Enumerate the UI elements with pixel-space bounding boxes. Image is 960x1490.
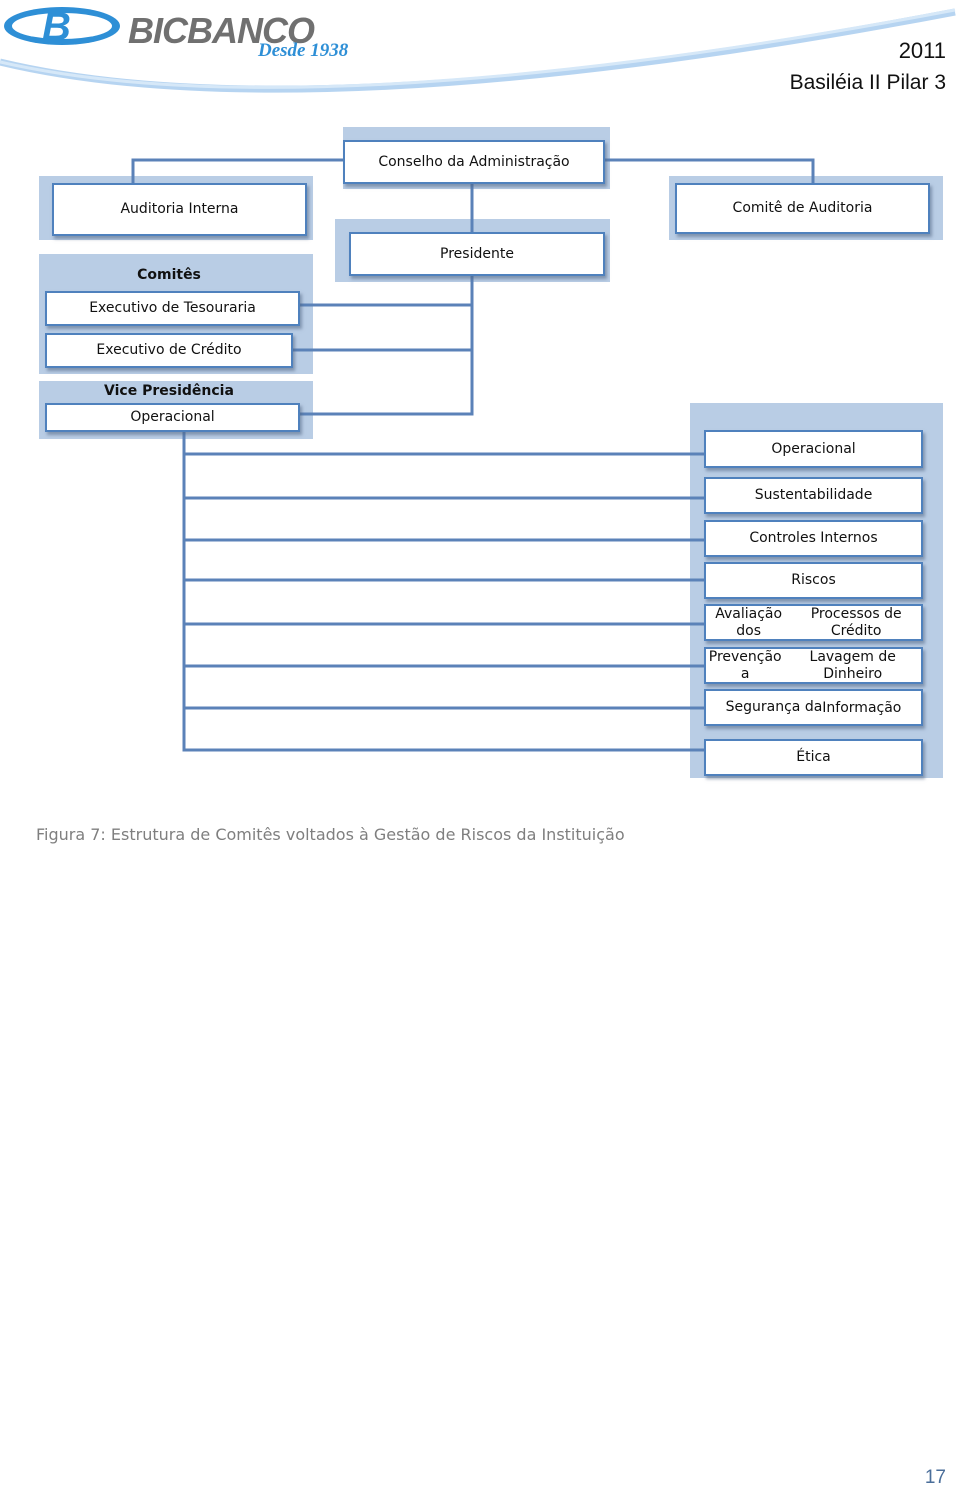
committee-label-line2: Lavagem de Dinheiro — [809, 649, 896, 682]
vp-operational-box: Operacional — [45, 403, 300, 432]
committee-box: Operacional — [704, 430, 923, 468]
president-label: Presidente — [440, 245, 514, 262]
vice-presidency-heading: Vice Presidência — [104, 383, 234, 399]
committee-label: Prevenção a — [708, 648, 782, 682]
committee-label-line2: Informação — [822, 699, 902, 716]
committee-box: Ética — [704, 739, 923, 776]
board-box: Conselho da Administração — [343, 140, 605, 184]
committee-label: Sustentabilidade — [754, 487, 873, 504]
committees-heading: Comitês — [137, 267, 201, 283]
logo-swoosh-graphic: B — [0, 5, 956, 93]
committee-label: Controles Internos — [749, 530, 878, 547]
exec-credit-box: Executivo de Crédito — [45, 333, 293, 368]
committee-label: Riscos — [791, 572, 836, 589]
svg-text:B: B — [42, 5, 71, 49]
audit-committee-label: Comitê de Auditoria — [732, 200, 873, 217]
president-box: Presidente — [349, 232, 605, 276]
exec-credit-label: Executivo de Crédito — [96, 342, 242, 359]
committee-box: Sustentabilidade — [704, 477, 923, 514]
header-year: 2011 — [898, 38, 946, 63]
internal-audit-box: Auditoria Interna — [52, 183, 307, 236]
audit-committee-box: Comitê de Auditoria — [675, 183, 930, 234]
committee-label: Avaliação dos — [715, 605, 783, 639]
connector-lines — [131, 158, 815, 752]
committee-box: Avaliação dos Processos de Crédito — [704, 604, 923, 641]
vp-operational-label: Operacional — [130, 409, 215, 426]
figure-caption: Figura 7: Estrutura de Comitês voltados … — [36, 825, 625, 844]
committee-label-line2: Processos de Crédito — [810, 606, 902, 639]
board-label: Conselho da Administração — [378, 153, 570, 170]
header-subtitle: Basiléia II Pilar 3 — [789, 71, 946, 94]
internal-audit-label: Auditoria Interna — [120, 201, 239, 218]
exec-treasury-label: Executivo de Tesouraria — [89, 300, 256, 317]
exec-treasury-box: Executivo de Tesouraria — [45, 291, 300, 326]
brand-tagline: Desde 1938 — [258, 40, 349, 61]
committee-box: Prevenção a Lavagem de Dinheiro — [704, 647, 923, 684]
committee-box: Controles Internos — [704, 520, 923, 557]
page-number: 17 — [924, 1467, 946, 1488]
committee-label: Segurança da — [725, 699, 823, 716]
committee-label: Ética — [796, 749, 831, 766]
brand-name: BICBANCO — [128, 10, 315, 51]
committee-box: Riscos — [704, 562, 923, 599]
committee-label: Operacional — [771, 440, 856, 457]
